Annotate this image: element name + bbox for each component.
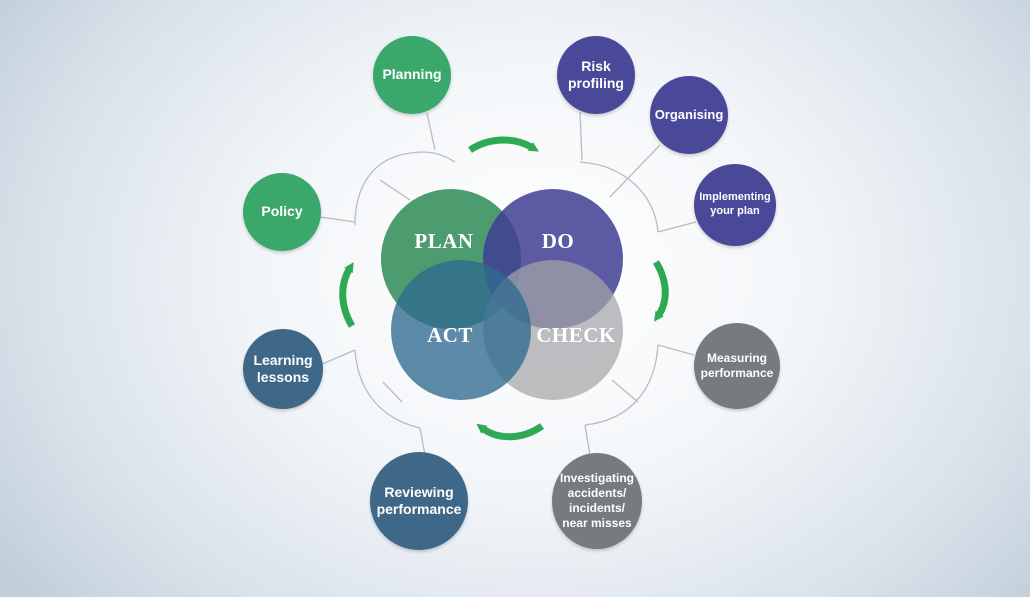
connector-lines bbox=[319, 111, 697, 456]
check-label: CHECK bbox=[536, 323, 616, 347]
connector-check-bracket bbox=[584, 344, 659, 426]
step-implementing: Implementing your plan bbox=[694, 164, 776, 246]
arrow-act-to-plan-icon bbox=[339, 262, 356, 328]
connector-investigating bbox=[584, 424, 591, 456]
connector-measuring bbox=[657, 344, 695, 356]
step-organising: Organising bbox=[650, 76, 728, 154]
connector-implementing bbox=[657, 221, 697, 233]
connector-organising bbox=[609, 144, 661, 198]
act-circle bbox=[391, 260, 531, 400]
step-investigating: Investigating accidents/ incidents/ near… bbox=[552, 453, 642, 549]
step-planning: Planning bbox=[373, 36, 451, 114]
connector-reviewing bbox=[419, 427, 426, 456]
step-risk-profiling: Risk profiling bbox=[557, 36, 635, 114]
arrow-check-to-act-icon bbox=[476, 423, 545, 441]
step-measuring: Measuring performance bbox=[694, 323, 780, 409]
connector-act-inner bbox=[382, 381, 403, 403]
step-policy: Policy bbox=[243, 173, 321, 251]
connector-plan-bracket bbox=[354, 151, 456, 226]
do-label: DO bbox=[542, 229, 575, 253]
plan-label: PLAN bbox=[414, 229, 473, 253]
step-reviewing: Reviewing performance bbox=[370, 452, 468, 550]
connector-planning bbox=[426, 112, 436, 151]
arrow-do-to-check-icon bbox=[652, 260, 669, 322]
connector-check-inner bbox=[611, 379, 639, 403]
connector-plan-inner bbox=[379, 179, 411, 201]
connector-do-bracket bbox=[579, 161, 659, 233]
act-label: ACT bbox=[427, 323, 473, 347]
connector-risk bbox=[579, 111, 583, 161]
connector-act-bracket bbox=[354, 349, 421, 429]
step-learning: Learning lessons bbox=[243, 329, 323, 409]
connector-learning bbox=[319, 349, 356, 366]
connector-policy bbox=[319, 216, 356, 223]
arrow-plan-to-do-icon bbox=[468, 136, 539, 154]
